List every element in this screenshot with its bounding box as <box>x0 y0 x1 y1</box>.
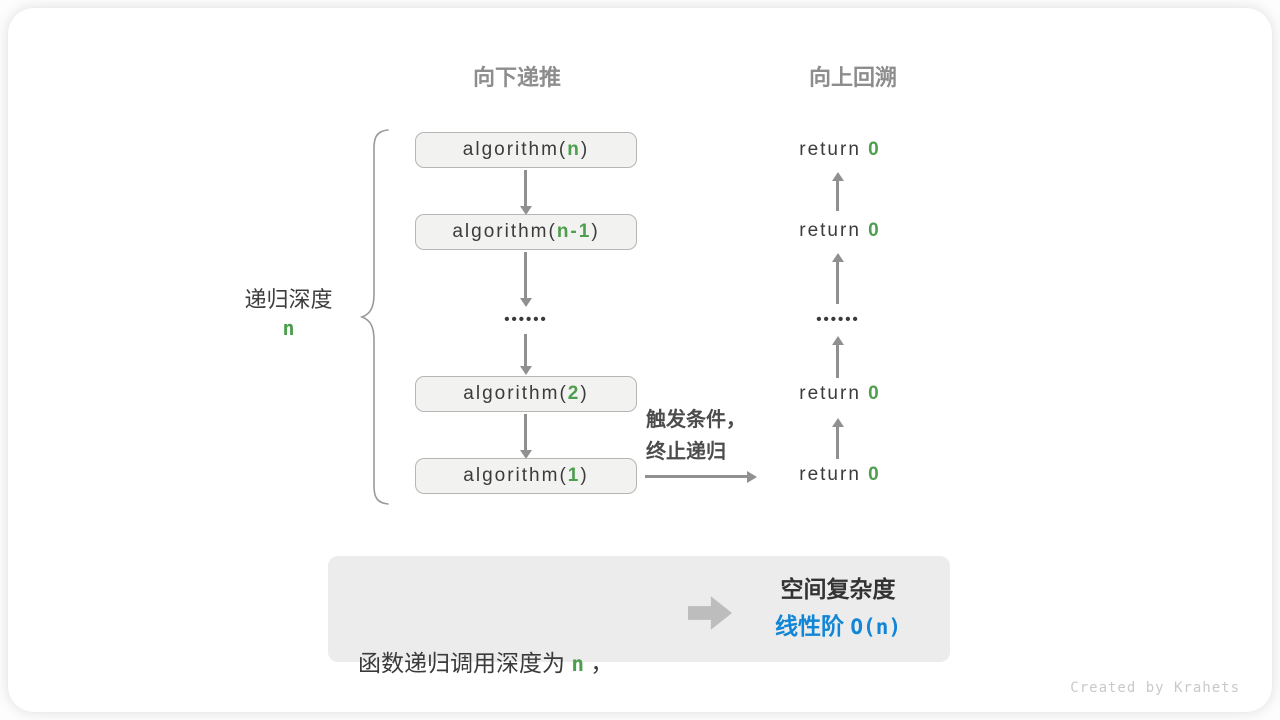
arrow-up-icon <box>836 181 839 211</box>
trigger-line1: 触发条件， <box>646 409 746 431</box>
return-value: 0 <box>868 139 881 160</box>
credit-text: Created by Krahets <box>1070 680 1240 696</box>
call-fn: algorithm( <box>463 465 568 486</box>
arrow-down-icon <box>524 334 527 366</box>
summary-line1-post: ， <box>584 650 614 676</box>
complexity-big-o: O(n) <box>850 615 901 639</box>
call-close: ) <box>591 221 600 242</box>
return-keyword: return <box>799 383 869 404</box>
recursion-depth-label: 递归深度 <box>244 287 333 312</box>
algorithm-call-box: algorithm(n-1) <box>415 214 637 250</box>
complexity-result: 空间复杂度 线性阶 O(n) <box>738 571 938 646</box>
arrow-right-icon <box>645 475 747 478</box>
algorithm-call-box: algorithm(1) <box>415 458 637 494</box>
call-fn: algorithm( <box>452 221 557 242</box>
header-backtrack-up: 向上回溯 <box>808 65 897 90</box>
trigger-line2: 终止递归 <box>646 441 726 463</box>
call-close: ) <box>580 383 589 404</box>
curly-brace-icon <box>359 129 389 505</box>
call-arg: n-1 <box>556 221 592 242</box>
algorithm-call-box: algorithm(2) <box>415 376 637 412</box>
space-complexity-title: 空间复杂度 <box>780 576 896 602</box>
return-row: return 0 <box>770 463 910 487</box>
call-arg: n <box>567 139 581 160</box>
call-fn: algorithm( <box>462 139 568 160</box>
ellipsis-right: •••••• <box>816 311 860 328</box>
call-fn: algorithm( <box>463 383 568 404</box>
recursion-depth-value: n <box>282 316 295 340</box>
call-close: ) <box>580 465 589 486</box>
arrow-down-icon <box>524 414 527 450</box>
return-keyword: return <box>799 220 869 241</box>
header-recurse-down: 向下递推 <box>472 65 561 90</box>
summary-line1: 函数递归调用深度为 n ， <box>358 645 613 683</box>
return-value: 0 <box>868 220 881 241</box>
return-row: return 0 <box>770 138 910 162</box>
arrow-up-icon <box>836 345 839 378</box>
arrow-down-icon <box>524 170 527 206</box>
return-value: 0 <box>868 383 881 404</box>
summary-text: 函数递归调用深度为 n ， 共使用 O(n) 的栈帧空间 <box>358 571 613 720</box>
return-value: 0 <box>868 464 881 485</box>
algorithm-call-box: algorithm(n) <box>415 132 637 168</box>
trigger-condition-label: 触发条件， 终止递归 <box>646 404 766 468</box>
arrow-up-icon <box>836 427 839 459</box>
arrow-down-icon <box>524 252 527 298</box>
call-close: ) <box>580 139 590 160</box>
return-keyword: return <box>799 464 869 485</box>
summary-line1-pre: 函数递归调用深度为 <box>358 650 572 676</box>
arrow-up-icon <box>836 262 839 304</box>
return-row: return 0 <box>770 219 910 243</box>
summary-panel <box>328 556 950 662</box>
return-row: return 0 <box>770 382 910 406</box>
return-keyword: return <box>799 139 869 160</box>
space-complexity-value: 线性阶 O(n) <box>738 608 938 646</box>
complexity-order-label: 线性阶 <box>775 613 851 639</box>
call-arg: 2 <box>567 383 581 404</box>
ellipsis-left: •••••• <box>504 311 548 328</box>
summary-line1-n: n <box>571 652 585 676</box>
call-arg: 1 <box>567 465 581 486</box>
